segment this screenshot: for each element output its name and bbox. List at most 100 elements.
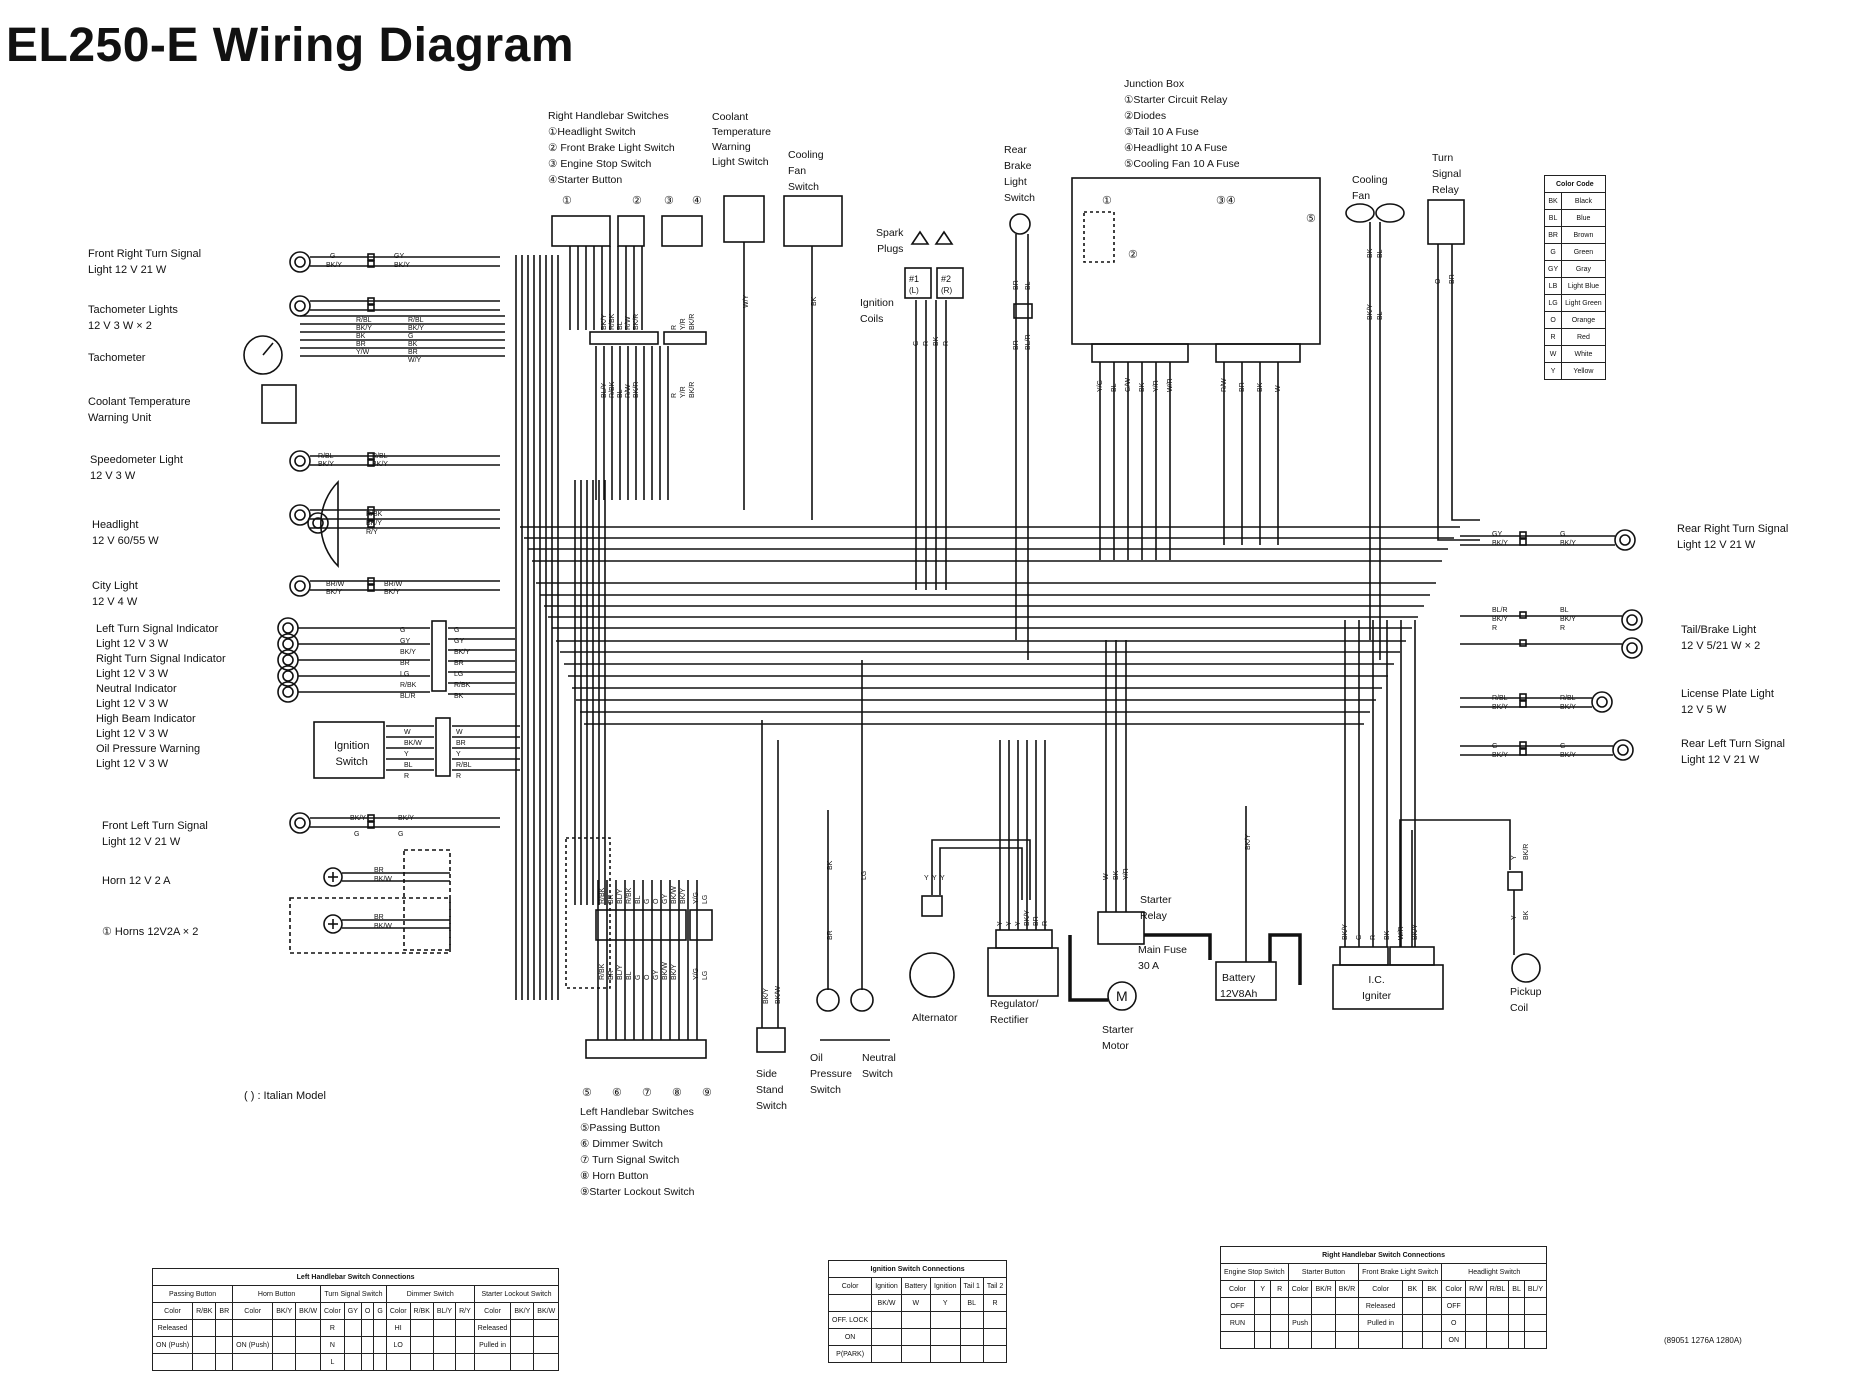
wire-color-label: BL xyxy=(635,895,642,904)
wire-color-label: BK/Y xyxy=(1560,616,1576,623)
table-cell xyxy=(1334,1297,1360,1315)
wire-color-label: BL/R xyxy=(1025,334,1032,350)
rear-lamp-icon xyxy=(1621,609,1643,631)
starter-motor-symbol: M xyxy=(1116,988,1128,1004)
wire-color-label: BL xyxy=(1377,249,1384,258)
lamp-icon xyxy=(289,504,311,526)
oil-pressure-switch-icon xyxy=(816,988,840,1012)
table-group-header: Horn Button xyxy=(232,1285,322,1303)
wire-color-label: BR/W xyxy=(384,581,403,588)
table-cell: Orange xyxy=(1561,311,1606,329)
wire-color-label: R/BL xyxy=(456,762,472,769)
switch-number: ⑤ xyxy=(582,1087,592,1099)
wire-color-label: O xyxy=(644,974,651,980)
wire-color-label: Y xyxy=(932,875,937,882)
table-cell xyxy=(533,1336,560,1354)
table-cell xyxy=(1287,1297,1313,1315)
table-column-header: BK xyxy=(1402,1280,1423,1298)
table-cell xyxy=(192,1353,217,1371)
table-cell xyxy=(1253,1297,1272,1315)
wire-color-label: R/BK xyxy=(609,313,616,330)
table-column-header: Y xyxy=(1253,1280,1272,1298)
table-group-header: Passing Button xyxy=(151,1285,234,1303)
table-cell xyxy=(510,1319,535,1337)
battery-icon xyxy=(1215,961,1277,1001)
table-cell: Black xyxy=(1561,192,1606,210)
starter-circuit-relay-icon xyxy=(1083,211,1115,263)
table-group-header: Turn Signal Switch xyxy=(320,1285,387,1303)
table-cell xyxy=(455,1353,475,1371)
switch-number: ③ xyxy=(664,195,674,207)
table-cell xyxy=(409,1353,434,1371)
wire-color-label: O xyxy=(1435,278,1442,284)
table-cell: GY xyxy=(1543,260,1563,278)
wire-color-label: G xyxy=(1560,743,1565,750)
table-cell xyxy=(533,1319,560,1337)
table-cell: P(PARK) xyxy=(827,1345,873,1363)
wire-color-label: BR xyxy=(400,660,410,667)
table-column-header: Color xyxy=(151,1302,194,1320)
wire-color-label: BK/W xyxy=(374,923,392,930)
table-cell xyxy=(510,1353,535,1371)
wire-color-label: BL/Y xyxy=(601,382,608,398)
switch-number: ⑦ xyxy=(642,1087,652,1099)
connector-icon xyxy=(367,459,375,467)
table-cell xyxy=(1485,1314,1510,1332)
wire-color-label: BR xyxy=(608,970,615,980)
table-cell xyxy=(871,1311,902,1329)
wire-color-label: BR xyxy=(1239,382,1246,392)
wire-color-label: BR xyxy=(454,660,464,667)
wire-color-label: BR xyxy=(1013,280,1020,290)
switch-number: ⑥ xyxy=(612,1087,622,1099)
wire-color-label: BK/Y xyxy=(1024,910,1031,926)
italian-model-box xyxy=(565,837,611,989)
table-cell xyxy=(959,1311,984,1329)
table-column-header: BK/R xyxy=(1311,1280,1336,1298)
wire-color-label: R/BL xyxy=(408,317,424,324)
table-cell xyxy=(360,1336,375,1354)
table-cell: ON xyxy=(1441,1331,1467,1349)
switch-number: ① xyxy=(562,195,572,207)
table-cell: Light Green xyxy=(1561,294,1606,312)
lamp-icon-filament xyxy=(294,580,306,592)
table-cell: O xyxy=(1441,1314,1467,1332)
indicator-connector-icon xyxy=(431,620,447,692)
cooling-fan-icon xyxy=(1375,203,1405,223)
wire-color-label: BL/R xyxy=(400,693,416,700)
lamp-icon-filament xyxy=(294,455,306,467)
wire-color-label: GY xyxy=(454,638,464,645)
wire-color-label: GY xyxy=(653,970,660,980)
tachometer-icon xyxy=(243,335,283,375)
table-cell xyxy=(1402,1331,1423,1349)
rear-lamp-icon xyxy=(1621,637,1643,659)
table-cell xyxy=(215,1353,234,1371)
connector-icon xyxy=(367,260,375,268)
table-row: OFF. LOCK xyxy=(827,1311,1008,1329)
wire-color-label: BK/Y xyxy=(408,325,424,332)
wire-color-label: R/BL xyxy=(318,453,334,460)
indicator-lamp-icon xyxy=(277,665,299,687)
rear-lamp-icon xyxy=(1612,739,1634,761)
table-column-header: BK/R xyxy=(1334,1280,1360,1298)
relay-wire xyxy=(1451,244,1480,521)
table-cell xyxy=(959,1328,984,1346)
wire-color-label: BK/R xyxy=(689,382,696,398)
wire-color-label: #2 xyxy=(941,274,951,284)
wire-color-label: Y/G xyxy=(1097,380,1104,392)
wire-color-label: G xyxy=(330,253,335,260)
wire-color-label: W xyxy=(456,729,463,736)
wire-color-label: BK xyxy=(356,333,366,340)
wire-color-label: W/R xyxy=(1398,926,1405,940)
table-cell xyxy=(385,1353,411,1371)
